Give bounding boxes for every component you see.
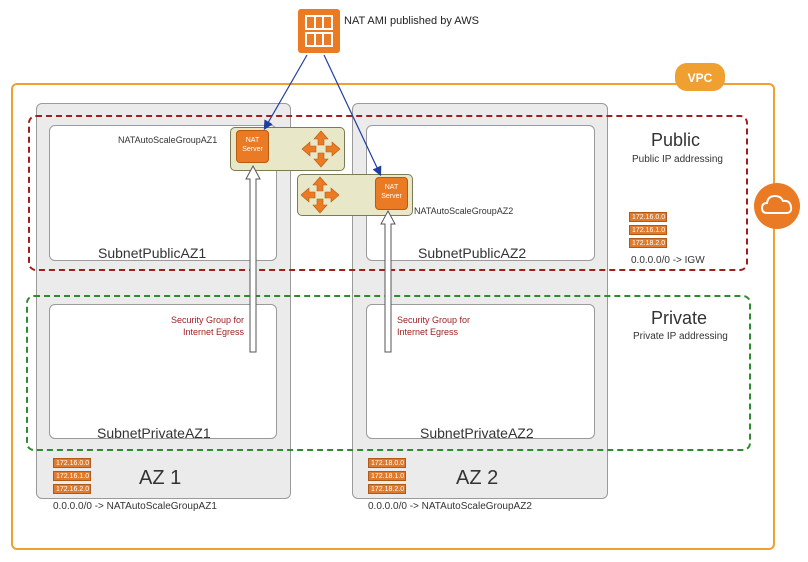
route-entry: 172.16.0.0 bbox=[629, 212, 667, 222]
vpc-badge-label: VPC bbox=[687, 71, 713, 85]
security-group-az1: Security Group for Internet Egress bbox=[170, 315, 244, 337]
private-zone-title: Private bbox=[651, 308, 708, 328]
vpc-container bbox=[11, 83, 775, 550]
security-group-az2: Security Group for Internet Egress bbox=[397, 315, 471, 337]
router-arrows-icon bbox=[300, 176, 340, 214]
route-entry: 172.16.2.0 bbox=[53, 484, 91, 494]
egress-arrow-az1 bbox=[245, 164, 261, 353]
subnet-private-az2-label: SubnetPrivateAZ2 bbox=[420, 425, 534, 441]
route-entry: 172.16.1.0 bbox=[53, 471, 91, 481]
nat-server-az2: NAT Server bbox=[375, 177, 408, 210]
nat-group-az2-label: NATAutoScaleGroupAZ2 bbox=[414, 206, 514, 216]
cloud-icon bbox=[754, 183, 800, 229]
nat-server-az1: NAT Server bbox=[236, 130, 269, 163]
vpc-badge: VPC bbox=[675, 63, 725, 91]
route-entry: 172.16.0.0 bbox=[53, 458, 91, 468]
subnet-private-az2: SubnetPrivateAZ2 bbox=[366, 304, 595, 441]
az2-default-route: 0.0.0.0/0 -> NATAutoScaleGroupAZ2 bbox=[368, 501, 532, 512]
route-entry: 172.18.1.0 bbox=[368, 471, 406, 481]
subnet-public-az1-label: SubnetPublicAZ1 bbox=[98, 245, 207, 261]
az1-label: AZ 1 bbox=[139, 467, 182, 489]
public-zone-title: Public bbox=[651, 130, 701, 150]
egress-arrow-az2 bbox=[380, 209, 396, 353]
az1-default-route: 0.0.0.0/0 -> NATAutoScaleGroupAZ1 bbox=[53, 501, 217, 512]
subnet-public-az2-label: SubnetPublicAZ2 bbox=[418, 245, 527, 261]
route-table-icon: 172.18.0.0 172.18.1.0 172.18.2.0 bbox=[368, 458, 406, 497]
route-entry: 172.18.2.0 bbox=[629, 238, 667, 248]
private-zone-subtitle: Private IP addressing bbox=[633, 331, 728, 342]
subnet-private-az1-label: SubnetPrivateAZ1 bbox=[97, 425, 211, 441]
public-default-route: 0.0.0.0/0 -> IGW bbox=[631, 255, 705, 266]
router-arrows-icon bbox=[301, 130, 341, 168]
route-table-icon: 172.16.0.0 172.16.1.0 172.16.2.0 bbox=[53, 458, 91, 497]
ami-grid-icon bbox=[298, 9, 340, 53]
subnet-private-az1: SubnetPrivateAZ1 bbox=[49, 304, 277, 441]
route-entry: 172.18.0.0 bbox=[368, 458, 406, 468]
az2-label: AZ 2 bbox=[456, 467, 499, 489]
route-entry: 172.18.2.0 bbox=[368, 484, 406, 494]
nat-group-az1-label: NATAutoScaleGroupAZ1 bbox=[118, 135, 218, 145]
public-zone-subtitle: Public IP addressing bbox=[632, 154, 723, 165]
ami-label: NAT AMI published by AWS bbox=[344, 15, 479, 27]
route-entry: 172.16.1.0 bbox=[629, 225, 667, 235]
route-table-icon: 172.16.0.0 172.16.1.0 172.18.2.0 bbox=[629, 212, 667, 251]
